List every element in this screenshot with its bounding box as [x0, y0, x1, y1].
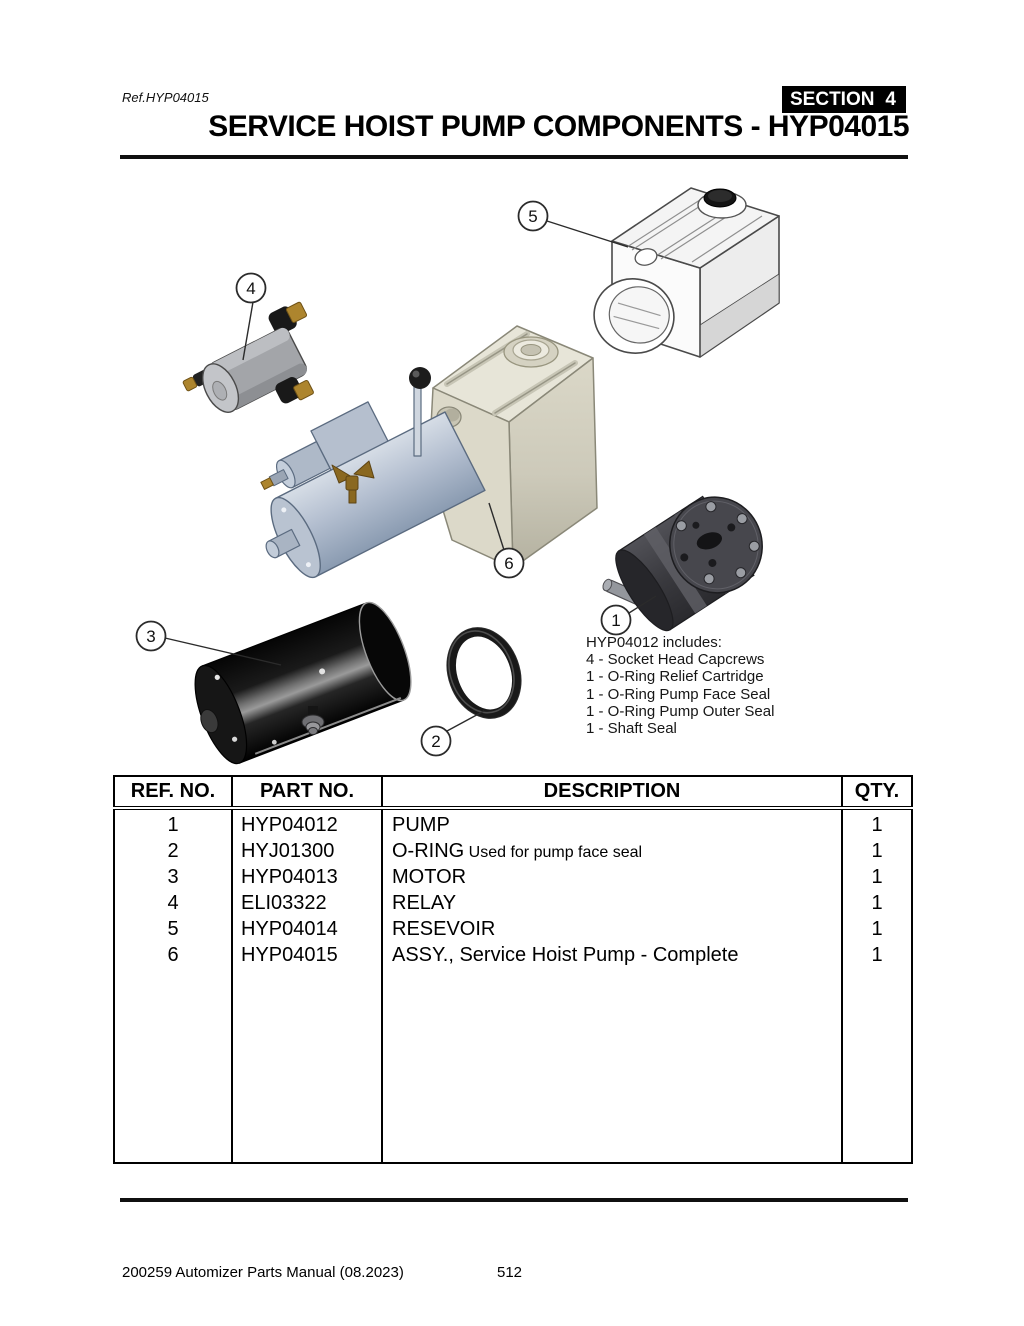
qty-cell: 1 — [841, 891, 913, 917]
table-row: 1 HYP04012 PUMP 1 — [113, 808, 913, 839]
part-cell: HYP04012 — [231, 808, 383, 839]
svg-text:1: 1 — [611, 611, 620, 630]
table-row: 6 HYP04015 ASSY., Service Hoist Pump - C… — [113, 943, 913, 969]
relay-illustration — [182, 301, 314, 413]
hand-lever — [409, 367, 431, 457]
desc-text: MOTOR — [392, 866, 467, 888]
callout-5: 5 — [517, 200, 629, 248]
table-row: 2 HYJ01300 O-RING Used for pump face sea… — [113, 839, 913, 865]
includes-notes: HYP04012 includes: 4 - Socket Head Capcr… — [586, 634, 774, 737]
header-ref-no: REF. NO. — [113, 775, 233, 810]
footer-page-number: 512 — [497, 1264, 523, 1281]
parts-table: REF. NO. PART NO. DESCRIPTION QTY. 1 HYP… — [113, 775, 913, 1164]
oring-illustration — [446, 627, 522, 719]
table-header-row: REF. NO. PART NO. DESCRIPTION QTY. — [113, 775, 913, 810]
table-row: 3 HYP04013 MOTOR 1 — [113, 865, 913, 891]
callout-3: 3 — [135, 620, 282, 666]
brass-fitting — [331, 460, 375, 504]
callout-4: 4 — [235, 272, 267, 361]
qty-cell: 1 — [841, 865, 913, 891]
qty-cell: 1 — [841, 839, 913, 865]
includes-note-line: 4 - Socket Head Capcrews — [586, 651, 765, 669]
section-number: 4 — [885, 88, 896, 110]
desc-text: O-RING — [392, 840, 465, 862]
filler-cap — [503, 336, 559, 368]
reservoir-illustration — [593, 187, 780, 358]
includes-note-line: 1 - O-Ring Relief Cartridge — [586, 668, 764, 686]
callout-1: 1 — [600, 595, 657, 636]
table-row: 5 HYP04014 RESEVOIR 1 — [113, 917, 913, 943]
desc-cell: PUMP — [381, 808, 843, 839]
ref-cell: 6 — [113, 943, 233, 969]
exploded-diagram: 5 4 6 1 3 2 — [135, 187, 780, 765]
motor-terminal — [301, 706, 325, 735]
desc-cell: RESEVOIR — [381, 917, 843, 943]
desc-cell: RELAY — [381, 891, 843, 917]
ref-cell: 2 — [113, 839, 233, 865]
page-title: SERVICE HOIST PUMP COMPONENTS - HYP04015 — [208, 110, 909, 143]
section-badge: SECTION 4 — [782, 86, 906, 113]
motor-illustration — [194, 601, 412, 765]
assembly-illustration — [260, 325, 598, 579]
header-rule — [120, 155, 908, 159]
svg-text:3: 3 — [146, 627, 155, 646]
desc-cell: O-RING Used for pump face seal — [381, 839, 843, 865]
desc-text: RELAY — [392, 892, 457, 914]
ref-cell: 3 — [113, 865, 233, 891]
header-description: DESCRIPTION — [381, 775, 843, 810]
desc-text: PUMP — [392, 814, 450, 836]
desc-text: RESEVOIR — [392, 918, 496, 940]
desc-cell: MOTOR — [381, 865, 843, 891]
section-label: SECTION — [790, 88, 875, 110]
footer-rule — [120, 1198, 908, 1202]
includes-note-line: 1 - O-Ring Pump Face Seal — [586, 685, 771, 703]
includes-note-line: 1 - O-Ring Pump Outer Seal — [586, 702, 775, 720]
desc-note: Used for pump face seal — [464, 844, 643, 861]
ref-cell: 5 — [113, 917, 233, 943]
qty-cell: 1 — [841, 917, 913, 943]
part-cell: ELI03322 — [231, 891, 383, 917]
part-cell: HYP04014 — [231, 917, 383, 943]
callout-2: 2 — [420, 710, 485, 757]
svg-text:4: 4 — [246, 279, 255, 298]
header-part-no: PART NO. — [231, 775, 383, 810]
ref-cell: 4 — [113, 891, 233, 917]
callout-6: 6 — [488, 502, 525, 579]
table-row: 4 ELI03322 RELAY 1 — [113, 891, 913, 917]
reservoir-cap — [703, 188, 737, 208]
pump-illustration — [602, 495, 763, 632]
svg-text:6: 6 — [504, 554, 513, 573]
footer-manual-name: 200259 Automizer Parts Manual (08.2023) — [122, 1264, 404, 1281]
desc-text: ASSY., Service Hoist Pump - Complete — [392, 944, 739, 966]
part-cell: HYP04013 — [231, 865, 383, 891]
header-qty: QTY. — [841, 775, 913, 810]
svg-text:5: 5 — [528, 207, 537, 226]
includes-note-line: 1 - Shaft Seal — [586, 720, 677, 738]
part-cell: HYJ01300 — [231, 839, 383, 865]
part-cell: HYP04015 — [231, 943, 383, 969]
qty-cell: 1 — [841, 943, 913, 969]
qty-cell: 1 — [841, 808, 913, 839]
ref-cell: 1 — [113, 808, 233, 839]
desc-cell: ASSY., Service Hoist Pump - Complete — [381, 943, 843, 969]
table-filler-row — [113, 969, 913, 1163]
reference-label: Ref.HYP04015 — [122, 90, 209, 105]
assembly-motor — [260, 401, 486, 579]
includes-notes-title: HYP04012 includes: — [586, 634, 722, 651]
svg-text:2: 2 — [431, 732, 440, 751]
reservoir-opening — [593, 278, 675, 354]
